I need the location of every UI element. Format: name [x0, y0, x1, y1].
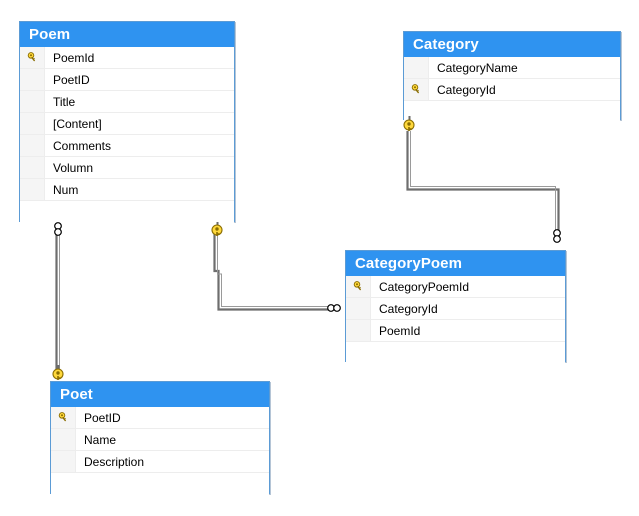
table-categorypoem-header[interactable]: CategoryPoem — [346, 251, 565, 276]
field-name: CategoryName — [437, 60, 518, 75]
field-name: CategoryPoemId — [379, 279, 470, 294]
field-row[interactable]: Description — [51, 451, 269, 473]
table-poem-title: Poem — [29, 25, 71, 43]
table-poet-header[interactable]: Poet — [51, 382, 269, 407]
field-row[interactable]: PoemId — [346, 320, 565, 342]
field-row[interactable]: CategoryId — [404, 79, 620, 101]
field-name: Title — [53, 94, 76, 109]
table-category-title: Category — [413, 35, 479, 53]
field-name: PoemId — [379, 323, 421, 338]
field-row[interactable]: [Content] — [20, 113, 234, 135]
field-row[interactable]: PoetID — [51, 407, 269, 429]
key-cell — [20, 157, 45, 178]
field-row[interactable]: Volumn — [20, 157, 234, 179]
table-category-header[interactable]: Category — [404, 32, 620, 57]
field-row[interactable]: Comments — [20, 135, 234, 157]
field-row[interactable]: PoemId — [20, 47, 234, 69]
key-cell — [346, 276, 371, 297]
field-row[interactable]: CategoryName — [404, 57, 620, 79]
field-row-empty[interactable] — [51, 473, 269, 495]
field-row[interactable]: CategoryPoemId — [346, 276, 565, 298]
field-row-empty[interactable] — [404, 101, 620, 123]
key-cell — [346, 298, 371, 319]
field-row[interactable]: Num — [20, 179, 234, 201]
key-cell — [20, 135, 45, 156]
key-cell — [404, 101, 429, 123]
field-name: Num — [53, 182, 79, 197]
connector-category-categorypoem[interactable] — [406, 131, 560, 230]
key-cell — [20, 69, 45, 90]
table-category[interactable]: Category CategoryName CategoryId — [403, 31, 621, 123]
field-name: Name — [84, 432, 117, 447]
cardinality-one-key-icon-poet — [51, 364, 65, 382]
field-row[interactable]: Name — [51, 429, 269, 451]
key-cell — [404, 79, 429, 100]
key-cell — [51, 451, 76, 472]
table-category-fields: CategoryName CategoryId — [404, 57, 620, 123]
key-cell — [51, 429, 76, 450]
table-poet-title: Poet — [60, 385, 93, 403]
field-row-empty[interactable] — [346, 342, 565, 364]
table-categorypoem[interactable]: CategoryPoem CategoryPoemId CategoryId — [345, 250, 566, 364]
cardinality-many-icon-poem-poet — [50, 221, 66, 239]
field-name: CategoryId — [379, 301, 438, 316]
field-row[interactable]: PoetID — [20, 69, 234, 91]
connector-poem-poet[interactable] — [55, 226, 60, 374]
key-icon — [58, 412, 66, 422]
cardinality-many-icon-categorypoem-poem — [325, 300, 345, 316]
table-poem-header[interactable]: Poem — [20, 22, 234, 47]
key-icon — [353, 281, 361, 291]
field-name: Volumn — [53, 160, 94, 175]
key-cell — [20, 47, 45, 68]
key-cell — [20, 91, 45, 112]
field-name: Comments — [53, 138, 112, 153]
field-name: [Content] — [53, 116, 102, 131]
key-cell — [51, 473, 76, 495]
key-cell — [346, 342, 371, 364]
table-poet-fields: PoetID Name Description — [51, 407, 269, 495]
field-row-empty[interactable] — [20, 201, 234, 223]
key-cell — [51, 407, 76, 428]
field-name: PoetID — [53, 72, 90, 87]
table-categorypoem-title: CategoryPoem — [355, 254, 463, 272]
field-name: Description — [84, 454, 145, 469]
field-row[interactable]: Title — [20, 91, 234, 113]
field-row[interactable]: CategoryId — [346, 298, 565, 320]
connector-poem-categorypoem[interactable] — [213, 229, 331, 311]
key-cell — [346, 320, 371, 341]
table-poet[interactable]: Poet PoetID Name Description — [50, 381, 270, 495]
key-icon — [411, 84, 419, 94]
key-cell — [404, 57, 429, 78]
table-poem[interactable]: Poem PoemId PoetID Title — [19, 21, 235, 223]
key-cell — [20, 179, 45, 200]
key-icon — [27, 52, 35, 62]
field-name: PoetID — [84, 410, 121, 425]
cardinality-one-key-icon-poem-categorypoem — [210, 221, 224, 239]
field-name: PoemId — [53, 50, 95, 65]
cardinality-many-icon-categorypoem-category — [549, 228, 565, 246]
table-categorypoem-fields: CategoryPoemId CategoryId PoemId — [346, 276, 565, 364]
field-name: CategoryId — [437, 82, 496, 97]
table-poem-fields: PoemId PoetID Title [Content] Comments V — [20, 47, 234, 223]
key-cell — [20, 201, 45, 223]
key-cell — [20, 113, 45, 134]
